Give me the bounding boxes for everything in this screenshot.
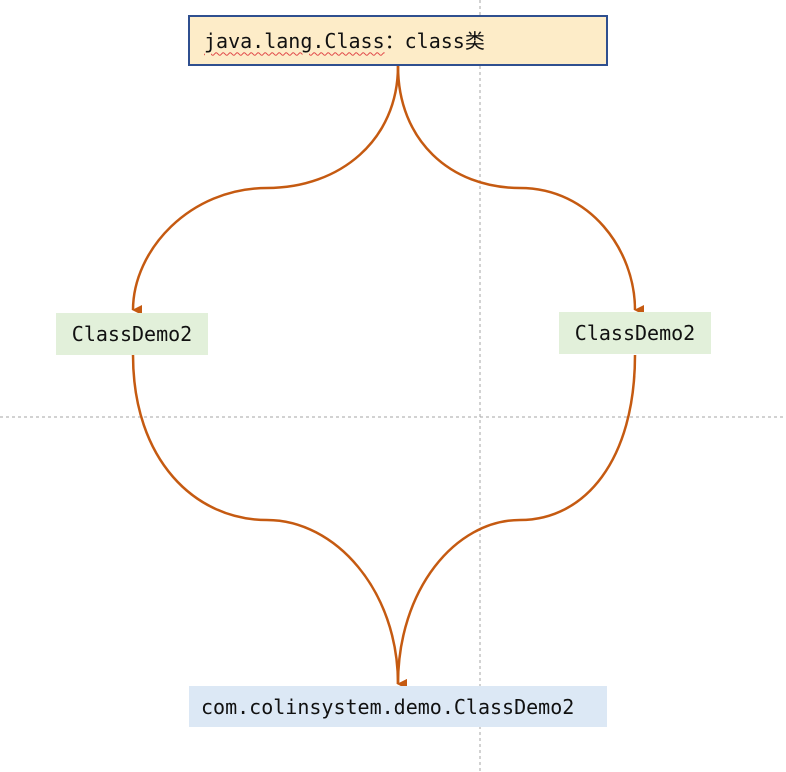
bottom-node-qualified-class: com.colinsystem.demo.ClassDemo2	[189, 686, 607, 727]
right-node-classdemo2: ClassDemo2	[559, 312, 711, 354]
connector-left-to-bottom	[131, 354, 408, 689]
left-node-classdemo2: ClassDemo2	[56, 313, 208, 355]
left-node-label: ClassDemo2	[71, 322, 193, 346]
top-node-class-name: java.lang.Class	[204, 28, 385, 53]
bottom-node-label: com.colinsystem.demo.ClassDemo2	[201, 694, 575, 719]
connector-right-to-bottom	[396, 354, 637, 690]
right-node-label: ClassDemo2	[574, 321, 696, 345]
top-node-description: ：class类	[384, 28, 485, 53]
connector-top-to-right	[396, 65, 645, 315]
top-node-java-lang-class: java.lang.Class：class类	[188, 15, 608, 66]
connector-top-to-left	[131, 65, 400, 316]
